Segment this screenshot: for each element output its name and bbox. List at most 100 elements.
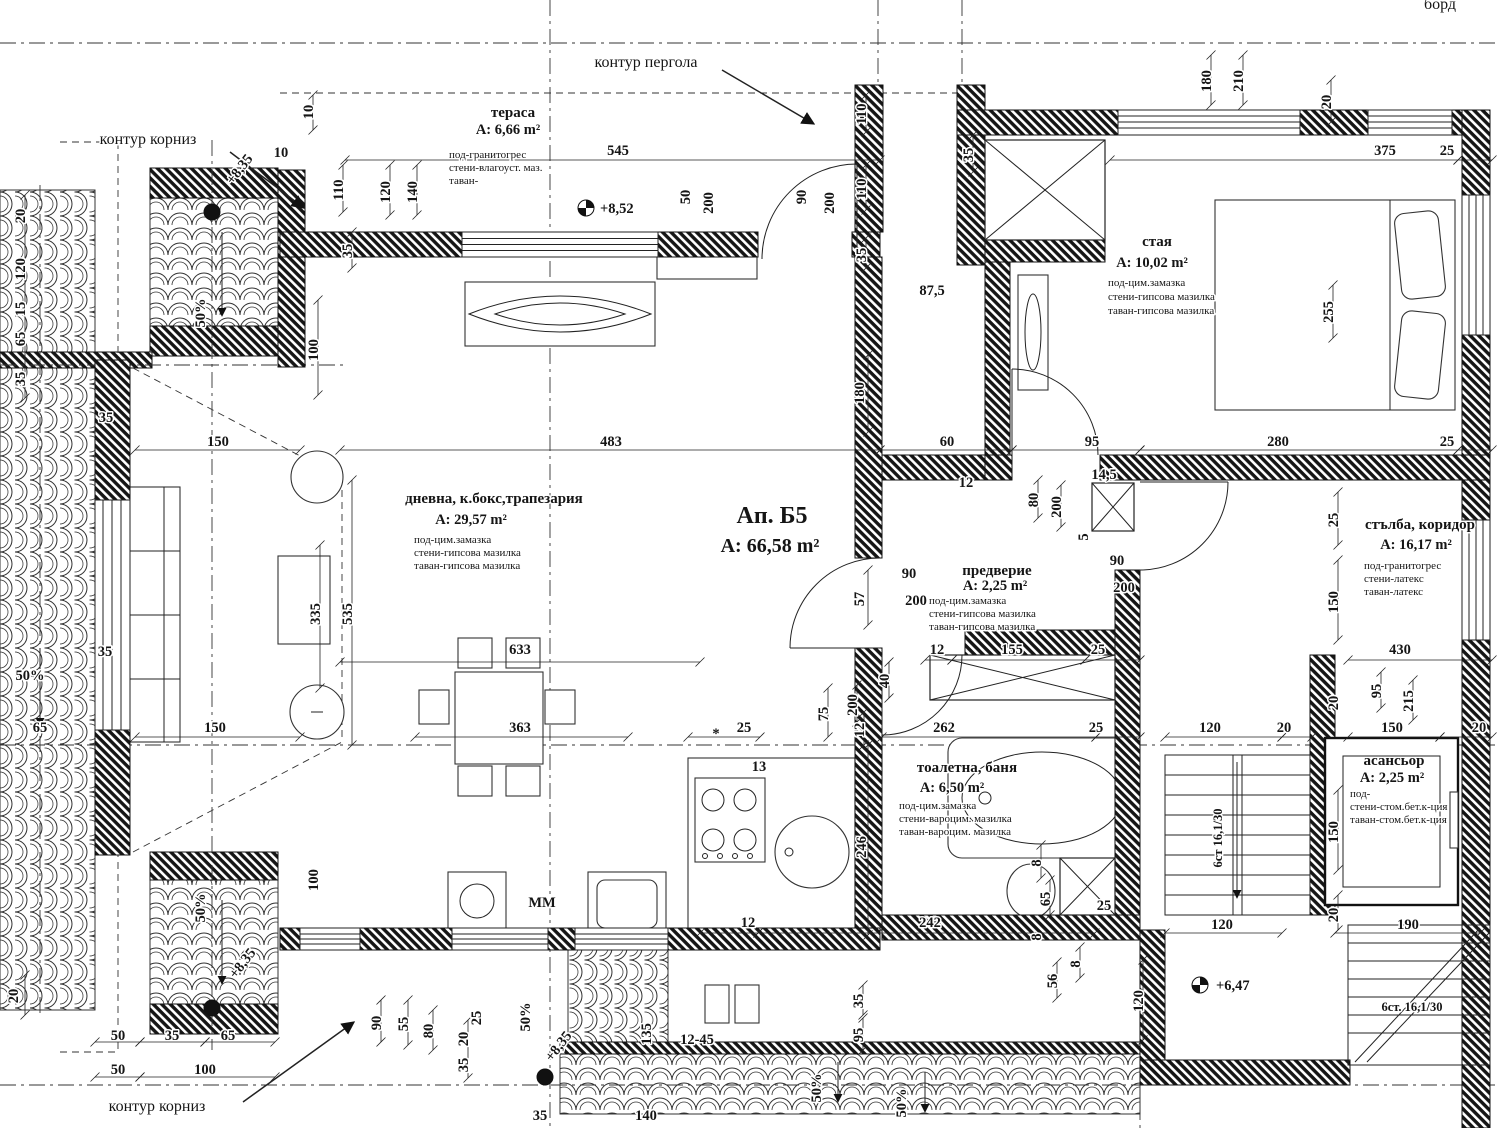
dimension-label: 12 — [741, 915, 756, 931]
dimension-label: 50 — [678, 190, 694, 205]
dimension-label: 60 — [940, 434, 955, 450]
dimension-label: 20 — [13, 209, 29, 224]
dimension-label: 65 — [1038, 892, 1054, 907]
dimension-label: 25 — [1440, 434, 1455, 450]
room-area-dnevna: А: 29,57 m² — [435, 512, 507, 528]
dimension-label: 535 — [340, 603, 356, 625]
dimension-label: 200 — [845, 694, 861, 716]
dimension-label: 135 — [639, 1023, 655, 1045]
room-name-toaletna: тоалетна, баня — [917, 760, 1017, 776]
walls — [94, 84, 1491, 1128]
apartment-name: Ап. Б5 — [736, 503, 807, 529]
dimension-label: 50% — [809, 1074, 825, 1103]
dimension-label: 35 — [851, 994, 867, 1009]
callout-arrows — [35, 69, 930, 1113]
dimension-label: 150 — [204, 720, 226, 736]
dimension-label: 12 — [852, 723, 868, 738]
dimension-label: 50 — [111, 1028, 126, 1044]
room-name-dnevna: дневна, к.бокс,трапезария — [405, 491, 583, 507]
room-area-terasa: А: 6,66 m² — [476, 122, 540, 138]
sink — [774, 815, 850, 889]
coffee-table — [277, 555, 331, 645]
dimension-label: 20 — [1472, 720, 1487, 736]
dimension-label: 200 — [1113, 580, 1135, 596]
bathtub — [947, 737, 1137, 859]
dimension-label: 110 — [854, 104, 870, 125]
pergola-arrow — [721, 69, 816, 125]
elevation-symbol — [536, 1068, 554, 1086]
room-area-asansior: А: 2,25 m² — [1360, 770, 1424, 786]
dimension-label: 120 — [378, 181, 394, 203]
korniz-bottom-callout: контур корниз — [109, 1098, 206, 1115]
room-finish: таван-латекс — [1364, 586, 1423, 598]
dimension-label: 50% — [193, 894, 209, 923]
dimension-label: 150 — [1326, 591, 1342, 613]
dimension-label: 95 — [851, 1028, 867, 1043]
dimension-label: 180 — [1199, 70, 1215, 92]
dimension-label: 120 — [13, 258, 29, 280]
dimension-label: 35 — [456, 1058, 472, 1073]
kitchen — [447, 757, 856, 937]
dimension-label: 65 — [33, 720, 48, 736]
room-finish: стени-латекс — [1364, 573, 1424, 585]
dimension-label: 20 — [1319, 95, 1335, 110]
dimension-label: 50% — [16, 668, 45, 684]
dimension-label: 215 — [1401, 690, 1417, 712]
room-labels: тераса А: 6,66 m² под-гранитогрес стени-… — [404, 104, 1477, 840]
dimension-label: 5 — [1076, 533, 1092, 540]
dimension-label: 13 — [752, 759, 767, 775]
room-name-terasa: тераса — [491, 105, 536, 121]
dimension-label: 633 — [509, 642, 531, 658]
dimension-label: 20 — [1326, 696, 1342, 711]
room-finish: под-гранитогрес — [1364, 560, 1441, 572]
dimension-label: 25 — [1089, 720, 1104, 736]
room-name-staya: стая — [1142, 234, 1172, 250]
room-area-toaletna: А: 6,50 m² — [920, 780, 984, 796]
stairs-elevator — [1164, 736, 1491, 1066]
dimension-label: 90 — [1110, 553, 1125, 569]
room-finish: таван-вароцим. мазилка — [899, 826, 1011, 838]
callout-labels: контур пергола контур корниз контур корн… — [98, 0, 1457, 1117]
dimension-lines — [20, 50, 1497, 1083]
dimension-label: 100 — [306, 339, 322, 361]
dimension-label: 200 — [701, 192, 717, 214]
room-finish: таван- — [449, 175, 479, 187]
korniz-top-callout: контур корниз — [100, 131, 197, 148]
dimension-label: 95 — [1085, 434, 1100, 450]
dimension-label: 120 — [1211, 917, 1233, 933]
room-name-stylba: стълба, коридор — [1365, 517, 1475, 533]
dimension-label: 100 — [194, 1062, 216, 1078]
dimension-label: 35 — [165, 1028, 180, 1044]
dimension-label: 90 — [794, 190, 810, 205]
dimension-label: 56 — [1045, 974, 1061, 989]
dimension-label: 25 — [1091, 642, 1106, 658]
room-finish: под-цим.замазка — [1108, 277, 1185, 289]
shafts — [929, 139, 1135, 916]
dimension-label: 8 — [1068, 960, 1084, 967]
dimension-label: 80 — [1026, 493, 1042, 508]
dimension-label: 120 — [1199, 720, 1221, 736]
room-finish: таван-гипсова мазилка — [929, 621, 1035, 633]
dimension-label: 35 — [99, 410, 114, 426]
toilet — [1006, 863, 1056, 919]
dimension-label: 50 — [111, 1062, 126, 1078]
dimension-label: 35 — [533, 1108, 548, 1124]
dimension-label: 8 — [1029, 859, 1045, 866]
furniture — [127, 199, 1456, 1024]
elevation-symbol — [1191, 976, 1209, 994]
dimension-label: 180 — [852, 382, 868, 404]
dimension-label: 20 — [456, 1032, 472, 1047]
dimension-label: 50% — [193, 299, 209, 328]
dimension-label: 35 — [854, 248, 870, 263]
dimension-label: 430 — [1389, 642, 1411, 658]
dimension-label: 80 — [421, 1024, 437, 1039]
bord-label: борд — [1424, 0, 1456, 13]
room-finish: стени-гипсова мазилка — [414, 547, 521, 559]
dimension-label: 155 — [1001, 642, 1023, 658]
dimension-label: 95 — [1369, 684, 1385, 699]
dining-set — [418, 637, 576, 797]
dimension-label: 10 — [301, 105, 317, 120]
dimension-label: 55 — [396, 1017, 412, 1032]
dimension-label: 12 — [930, 642, 945, 658]
